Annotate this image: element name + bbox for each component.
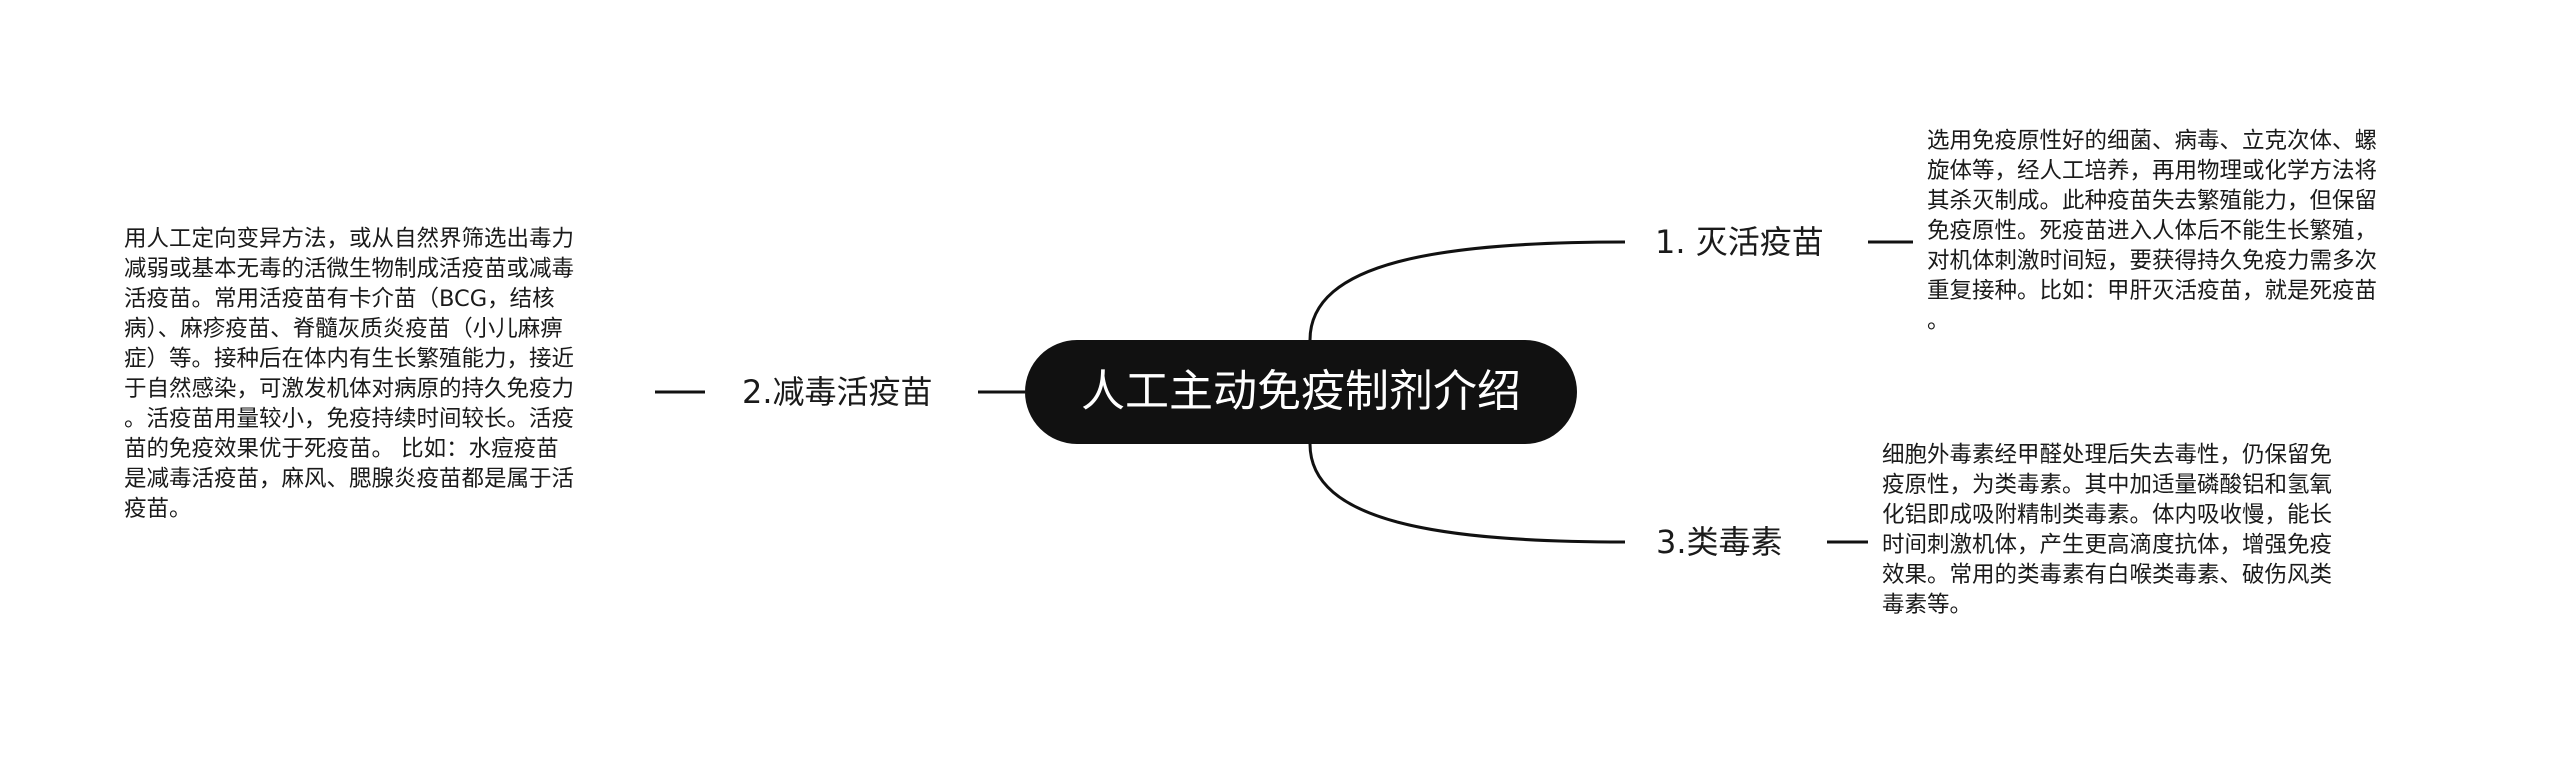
branch-2-detail: 用人工定向变异方法，或从自然界筛选出毒力 减弱或基本无毒的活微生物制成活疫苗或减… bbox=[124, 226, 575, 522]
connector-root-to-branch-3 bbox=[1308, 443, 1626, 544]
branch-1-detail: 选用免疫原性好的细菌、病毒、立克次体、螺 旋体等，经人工培养，再用物理或化学方法… bbox=[1927, 128, 2378, 334]
branch-1-label[interactable]: 1. 灭活疫苗 bbox=[1655, 223, 1824, 261]
branch-3-detail: 细胞外毒素经甲醛处理后失去毒性，仍保留免 疫原性，为类毒素。其中加适量磷酸铝和氢… bbox=[1882, 442, 2333, 618]
connector-root-to-branch-1 bbox=[1308, 240, 1626, 341]
root-title: 人工主动免疫制剂介绍 bbox=[1081, 366, 1521, 417]
branch-3-label[interactable]: 3.类毒素 bbox=[1656, 523, 1783, 561]
branch-2-label[interactable]: 2.减毒活疫苗 bbox=[742, 373, 933, 411]
root-node[interactable]: 人工主动免疫制剂介绍 bbox=[1025, 340, 1577, 444]
